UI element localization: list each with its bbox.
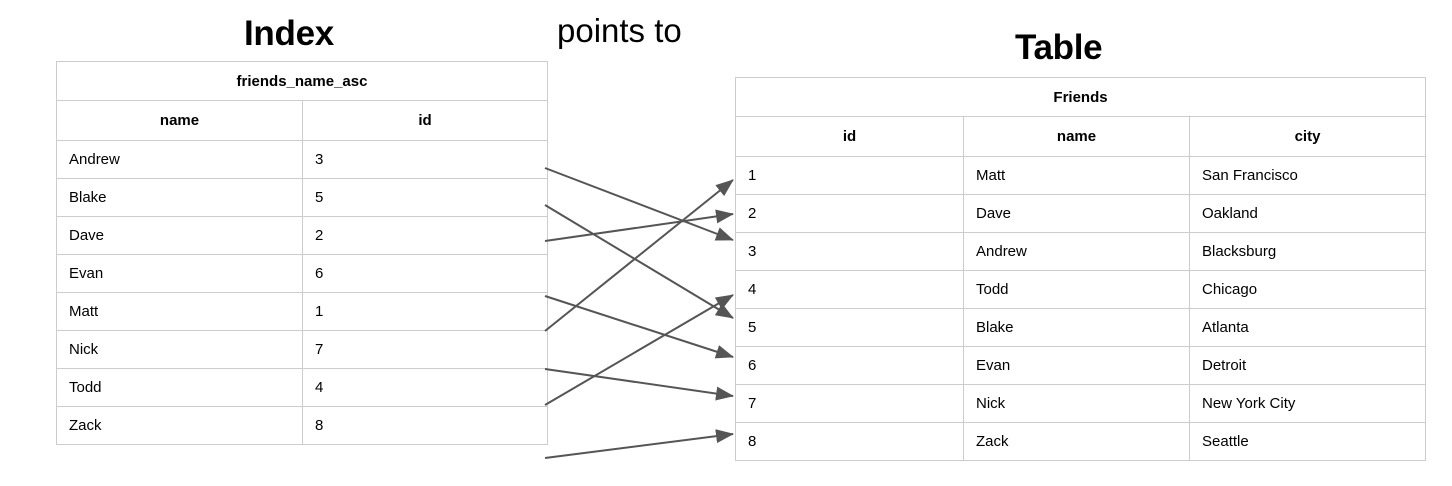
arrow-matt-to-id-1: [544, 179, 734, 332]
friends-cell-id: 1: [735, 156, 964, 195]
friends-cell-id: 6: [735, 346, 964, 385]
arrow-todd-to-id-4: [544, 294, 734, 406]
index-cell-name: Nick: [56, 330, 303, 369]
friends-cell-city: Detroit: [1188, 346, 1427, 385]
friends-cell-city: Atlanta: [1188, 308, 1427, 347]
index-column-header-name: name: [56, 100, 303, 141]
friends-table-header-row: id name city: [735, 116, 1427, 157]
index-cell-name: Zack: [56, 406, 303, 445]
friends-cell-name: Zack: [963, 422, 1190, 461]
table-panel-title: Table: [1015, 28, 1103, 67]
friends-cell-city: San Francisco: [1188, 156, 1427, 195]
index-cell-name: Dave: [56, 216, 303, 255]
index-panel-title: Index: [244, 14, 334, 53]
arrow-evan-to-id-6: [544, 295, 734, 359]
friends-column-header-name: name: [963, 116, 1190, 157]
index-table-name: friends_name_asc: [56, 61, 548, 101]
index-cell-id: 7: [302, 330, 548, 369]
friends-cell-id: 2: [735, 194, 964, 233]
friends-cell-name: Matt: [963, 156, 1190, 195]
index-cell-name: Andrew: [56, 140, 303, 179]
friends-cell-city: Seattle: [1188, 422, 1427, 461]
index-cell-id: 8: [302, 406, 548, 445]
friends-cell-id: 7: [735, 384, 964, 423]
arrow-zack-to-id-8: [544, 429, 734, 459]
index-cell-name: Blake: [56, 178, 303, 217]
friends-cell-name: Dave: [963, 194, 1190, 233]
index-cell-name: Matt: [56, 292, 303, 331]
friends-cell-name: Andrew: [963, 232, 1190, 271]
arrow-andrew-to-id-3: [544, 167, 734, 241]
friends-cell-name: Evan: [963, 346, 1190, 385]
friends-cell-city: Chicago: [1188, 270, 1427, 309]
friends-cell-city: Oakland: [1188, 194, 1427, 233]
friends-cell-id: 5: [735, 308, 964, 347]
arrow-blake-to-id-5: [544, 204, 734, 319]
index-table-header-row: name id: [56, 100, 548, 141]
index-column-header-id: id: [302, 100, 548, 141]
index-cell-id: 4: [302, 368, 548, 407]
friends-table-name-row: Friends: [734, 77, 1427, 117]
friends-cell-id: 8: [735, 422, 964, 461]
index-cell-id: 5: [302, 178, 548, 217]
friends-column-header-id: id: [735, 116, 964, 157]
friends-cell-city: Blacksburg: [1188, 232, 1427, 271]
points-to-label: points to: [557, 12, 682, 49]
friends-cell-name: Nick: [963, 384, 1190, 423]
arrow-dave-to-id-2: [544, 209, 734, 242]
friends-cell-name: Blake: [963, 308, 1190, 347]
friends-column-header-city: city: [1188, 116, 1427, 157]
index-cell-id: 2: [302, 216, 548, 255]
friends-cell-city: New York City: [1188, 384, 1427, 423]
index-table-name-row: friends_name_asc: [56, 61, 548, 101]
index-cell-id: 6: [302, 254, 548, 293]
index-cell-id: 1: [302, 292, 548, 331]
friends-cell-name: Todd: [963, 270, 1190, 309]
friends-cell-id: 3: [735, 232, 964, 271]
friends-table-name: Friends: [734, 77, 1427, 117]
index-cell-name: Evan: [56, 254, 303, 293]
index-cell-name: Todd: [56, 368, 303, 407]
arrow-nick-to-id-7: [544, 368, 734, 401]
index-cell-id: 3: [302, 140, 548, 179]
friends-cell-id: 4: [735, 270, 964, 309]
